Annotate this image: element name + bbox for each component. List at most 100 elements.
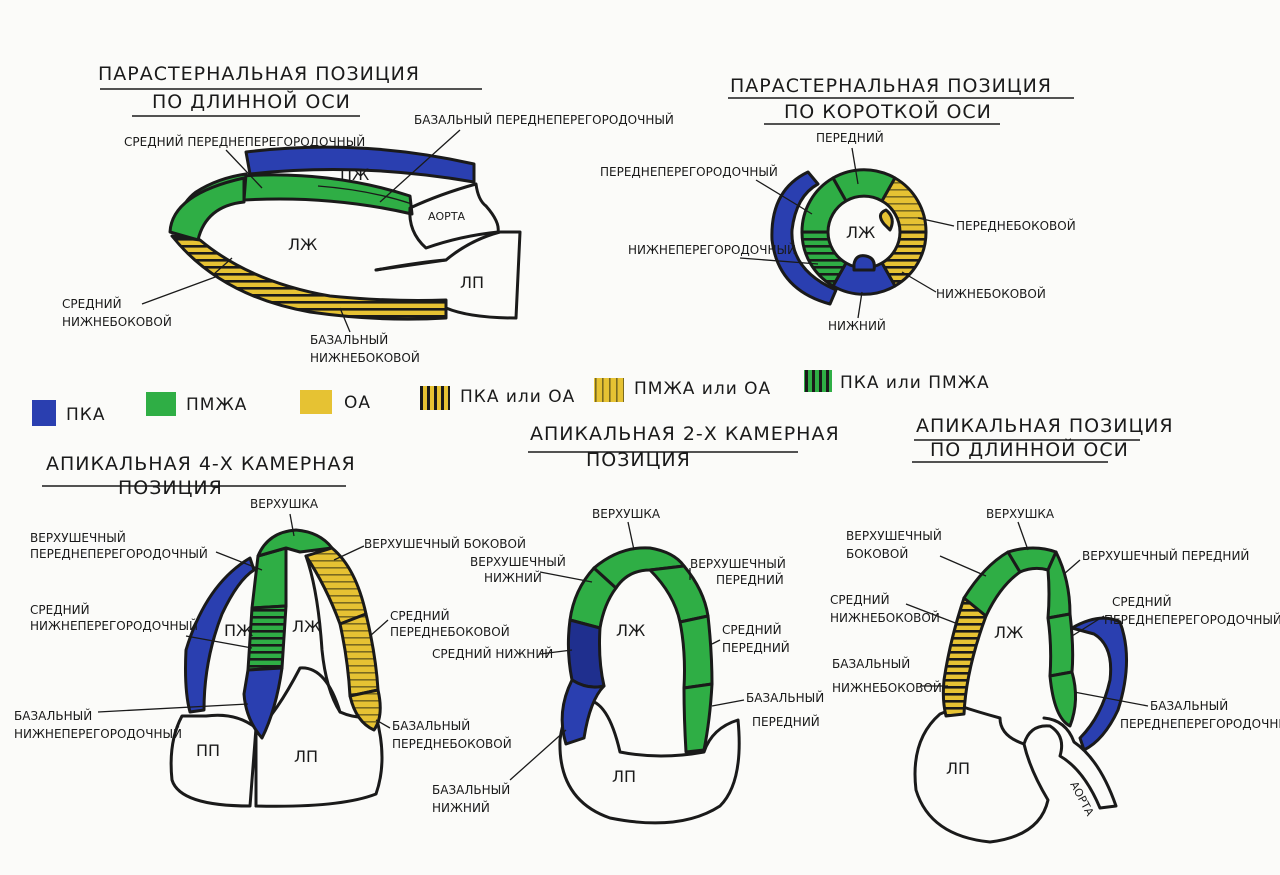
a2c-label-mid-anterior-2: ПЕРЕДНИЙ xyxy=(722,640,790,655)
legend-label-lad-or-lcx: ПМЖА или ОА xyxy=(634,379,771,399)
a4c-rv-label: ПЖ xyxy=(224,621,253,640)
a4c-label-apical-lateral: ВЕРХУШЕЧНЫЙ БОКОВОЙ xyxy=(364,536,526,551)
legend-swatch-lad xyxy=(146,392,176,416)
a4c-label-mid-inferoseptal-2: НИЖНЕПЕРЕГОРОДОЧНЫЙ xyxy=(30,618,198,633)
a3c-label-mid-inferolateral-2: НИЖНЕБОКОВОЙ xyxy=(830,610,940,625)
a2c-label-apex: ВЕРХУШКА xyxy=(592,507,661,521)
legend-item-lad-or-lcx: ПМЖА или ОА xyxy=(594,378,771,402)
legend-label-rca-or-lad: ПКА или ПМЖА xyxy=(840,373,990,393)
a3c-label-mid-inferolateral-1: СРЕДНИЙ xyxy=(830,592,890,607)
a3c-rv-outflow xyxy=(1070,616,1128,752)
plax-label-mid-anteroseptal: СРЕДНИЙ ПЕРЕДНЕПЕРЕГОРОДОЧНЫЙ xyxy=(124,134,365,149)
a3c-title-line1: АПИКАЛЬНАЯ ПОЗИЦИЯ xyxy=(916,415,1174,437)
a2c-la-label: ЛП xyxy=(612,767,636,786)
a3c-label-basal-anteroseptal-2: ПЕРЕДНЕПЕРЕГОРОДОЧНЫЙ xyxy=(1120,716,1280,731)
plax-title-line1: ПАРАСТЕРНАЛЬНАЯ ПОЗИЦИЯ xyxy=(98,63,420,85)
plax-label-basal-inferolateral-1: БАЗАЛЬНЫЙ xyxy=(310,332,388,347)
psax-label-inferolateral: НИЖНЕБОКОВОЙ xyxy=(936,286,1046,301)
a2c-label-apical-anterior-1: ВЕРХУШЕЧНЫЙ xyxy=(690,556,786,571)
a4c-lv-inner-wall xyxy=(304,554,342,714)
plax-rv-free-wall xyxy=(244,145,476,184)
psax-view: ПАРАСТЕРНАЛЬНАЯ ПОЗИЦИЯ ПО КОРОТКОЙ ОСИ … xyxy=(600,75,1076,333)
a2c-lv-label: ЛЖ xyxy=(616,621,645,640)
legend-item-lcx: ОА xyxy=(300,390,371,414)
legend-label-lad: ПМЖА xyxy=(186,395,247,415)
a4c-basal-anterolateral-segment xyxy=(348,688,382,732)
a3c-label-basal-anteroseptal-1: БАЗАЛЬНЫЙ xyxy=(1150,698,1228,713)
a3c-label-mid-anteroseptal-1: СРЕДНИЙ xyxy=(1112,594,1172,609)
a3c-label-apical-lateral-1: ВЕРХУШЕЧНЫЙ xyxy=(846,528,942,543)
a2c-label-mid-inferior: СРЕДНИЙ НИЖНИЙ xyxy=(432,646,553,661)
legend: ПКА ПМЖА ОА ПКА или ОА ПМЖА или ОА ПКА и… xyxy=(32,370,990,426)
psax-label-inferior: НИЖНИЙ xyxy=(828,318,886,333)
a3c-aorta-label: АОРТА xyxy=(1067,779,1096,818)
a2c-label-mid-anterior-1: СРЕДНИЙ xyxy=(722,622,782,637)
plax-lv-label: ЛЖ xyxy=(288,235,317,254)
legend-swatch-rca xyxy=(32,400,56,426)
a3c-inferolateral-wall xyxy=(941,596,988,718)
a2c-title-line1: АПИКАЛЬНАЯ 2-Х КАМЕРНАЯ xyxy=(530,423,840,445)
a2c-label-basal-inferior-1: БАЗАЛЬНЫЙ xyxy=(432,782,510,797)
a2c-label-apical-inferior-2: НИЖНИЙ xyxy=(484,570,542,585)
a3c-la-label: ЛП xyxy=(946,759,970,778)
a3c-view: АПИКАЛЬНАЯ ПОЗИЦИЯ ПО ДЛИННОЙ ОСИ ЛЖ ЛП … xyxy=(830,415,1280,844)
a4c-title-line2: ПОЗИЦИЯ xyxy=(118,477,223,499)
plax-apex-segment xyxy=(168,176,246,242)
a4c-mid-anterolateral-segment xyxy=(338,612,380,698)
a2c-basal-anterior-segment xyxy=(682,682,714,754)
a3c-mid-anteroseptal-segment xyxy=(1046,612,1075,678)
psax-label-anteroseptal: ПЕРЕДНЕПЕРЕГОРОДОЧНЫЙ xyxy=(600,164,778,179)
a2c-label-apical-anterior-2: ПЕРЕДНИЙ xyxy=(716,572,784,587)
plax-septal-divider xyxy=(317,185,413,205)
a2c-apex-segment xyxy=(592,546,686,590)
a2c-view: АПИКАЛЬНАЯ 2-Х КАМЕРНАЯ ПОЗИЦИЯ ЛЖ ЛП ВЕ… xyxy=(432,423,840,825)
a4c-lv-label: ЛЖ xyxy=(292,617,321,636)
a3c-label-apical-lateral-2: БОКОВОЙ xyxy=(846,546,908,561)
a3c-label-mid-anteroseptal-2: ПЕРЕДНЕПЕРЕГОРОДОЧНЫЙ xyxy=(1104,612,1280,627)
psax-anterolateral-papillary xyxy=(879,208,894,232)
a3c-basal-anteroseptal-segment xyxy=(1048,670,1077,728)
plax-mid-anteroseptal-segment xyxy=(238,173,414,216)
a2c-mid-anterior-segment xyxy=(678,614,714,690)
a4c-label-apical-septal-1: ВЕРХУШЕЧНЫЙ xyxy=(30,530,126,545)
a2c-label-basal-inferior-2: НИЖНИЙ xyxy=(432,800,490,815)
a4c-label-mid-inferoseptal-1: СРЕДНИЙ xyxy=(30,602,90,617)
a4c-label-mid-anterolateral-2: ПЕРЕДНЕБОКОВОЙ xyxy=(390,624,510,639)
a3c-aorta-outline xyxy=(1022,716,1118,810)
a4c-title-line1: АПИКАЛЬНАЯ 4-Х КАМЕРНАЯ xyxy=(46,453,356,475)
plax-label-basal-anteroseptal: БАЗАЛЬНЫЙ ПЕРЕДНЕПЕРЕГОРОДОЧНЫЙ xyxy=(414,112,674,127)
legend-swatch-lad-or-lcx xyxy=(594,378,624,402)
a4c-label-basal-anterolateral-1: БАЗАЛЬНЫЙ xyxy=(392,718,470,733)
a4c-label-apical-septal-2: ПЕРЕДНЕПЕРЕГОРОДОЧНЫЙ xyxy=(30,546,208,561)
legend-label-lcx: ОА xyxy=(344,393,371,413)
a3c-label-basal-inferolateral-2: НИЖНЕБОКОВОЙ xyxy=(832,680,942,695)
legend-label-rca-or-lcx: ПКА или ОА xyxy=(460,387,575,407)
a4c-label-basal-inferoseptal-1: БАЗАЛЬНЫЙ xyxy=(14,708,92,723)
a4c-view: АПИКАЛЬНАЯ 4-Х КАМЕРНАЯ ПОЗИЦИЯ ПЖ ЛЖ ПП… xyxy=(14,453,526,808)
a3c-label-basal-inferolateral-1: БАЗАЛЬНЫЙ xyxy=(832,656,910,671)
psax-label-inferoseptal: НИЖНЕПЕРЕГОРОДОЧНЫЙ xyxy=(628,242,796,257)
plax-title-line2: ПО ДЛИННОЙ ОСИ xyxy=(152,90,351,113)
psax-label-anterior: ПЕРЕДНИЙ xyxy=(816,130,884,145)
a4c-label-apex: ВЕРХУШКА xyxy=(250,497,319,511)
a4c-mid-inferoseptal-segment xyxy=(246,604,288,672)
a2c-label-basal-anterior-2: ПЕРЕДНИЙ xyxy=(752,714,820,729)
a3c-apical-anterior-segment xyxy=(1046,550,1072,620)
plax-label-basal-inferolateral-2: НИЖНЕБОКОВОЙ xyxy=(310,350,420,365)
a4c-basal-inferoseptal-segment xyxy=(242,666,284,740)
psax-lv-label: ЛЖ xyxy=(846,223,875,242)
a3c-label-apex: ВЕРХУШКА xyxy=(986,507,1055,521)
a4c-right-atrium-outline xyxy=(169,713,258,808)
psax-papillary-muscle xyxy=(852,254,876,272)
psax-ring xyxy=(800,168,928,296)
plax-rv-label: ПЖ xyxy=(340,165,369,184)
legend-item-rca: ПКА xyxy=(32,400,105,426)
legend-label-rca: ПКА xyxy=(66,405,105,425)
legend-item-lad: ПМЖА xyxy=(146,392,247,416)
psax-label-anterolateral: ПЕРЕДНЕБОКОВОЙ xyxy=(956,218,1076,233)
a4c-la-label: ЛП xyxy=(294,747,318,766)
a2c-label-basal-anterior-1: БАЗАЛЬНЫЙ xyxy=(746,690,824,705)
a3c-label-apical-anterior: ВЕРХУШЕЧНЫЙ ПЕРЕДНИЙ xyxy=(1082,548,1249,563)
